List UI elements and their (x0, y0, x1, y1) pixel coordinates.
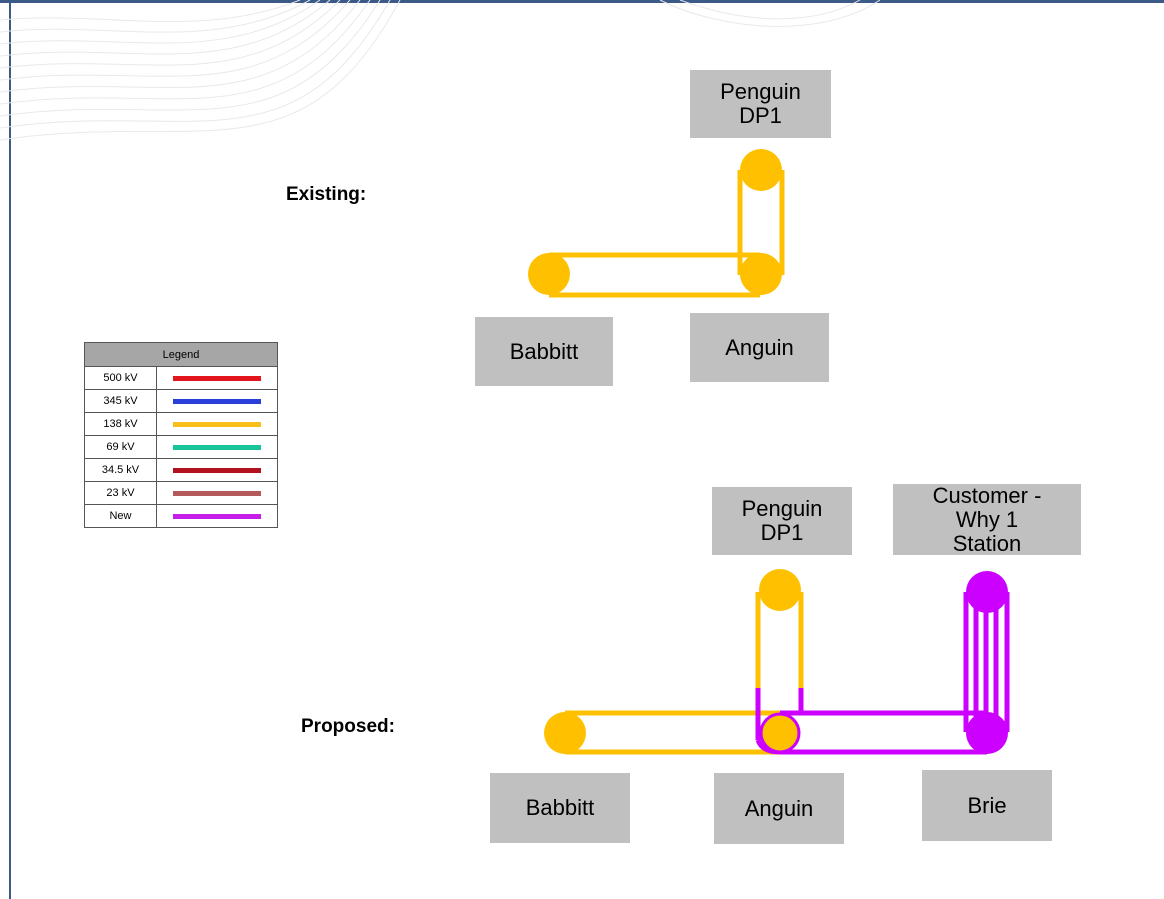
proposed-brie-box: Brie (922, 770, 1052, 841)
legend-label: New (84, 504, 157, 528)
proposed-anguin-terminal (759, 712, 801, 754)
legend-swatch-345kv (173, 398, 261, 404)
existing-penguin-dp1-box: Penguin DP1 (690, 70, 831, 138)
proposed-penguin-terminal (759, 569, 801, 611)
legend-row: 23 kV (84, 481, 278, 505)
proposed-babbitt-anguin-line (565, 710, 780, 755)
existing-anguin-box: Anguin (690, 313, 829, 382)
legend-row: 345 kV (84, 389, 278, 413)
legend-label: 69 kV (84, 435, 157, 459)
proposed-brie-terminal (966, 712, 1008, 754)
voltage-legend: Legend 500 kV 345 kV 138 kV 69 kV 34.5 k… (84, 342, 278, 528)
proposed-existing-lines (565, 592, 804, 755)
legend-label: 23 kV (84, 481, 157, 505)
legend-swatch-138kv (173, 421, 261, 427)
legend-swatch-69kv (173, 444, 261, 450)
legend-swatch-new (173, 513, 261, 519)
proposed-anguin-box: Anguin (714, 773, 844, 844)
proposed-penguin-line (755, 592, 804, 688)
proposed-heading: Proposed: (301, 716, 395, 737)
existing-anguin-terminal (740, 253, 782, 295)
legend-swatch-34-5kv (173, 467, 261, 473)
proposed-customer-why1-box: Customer - Why 1 Station (893, 483, 1081, 555)
legend-swatch-23kv (173, 490, 261, 496)
proposed-customer-terminal (966, 571, 1008, 613)
existing-lines (549, 170, 785, 298)
top-border (0, 0, 1164, 3)
existing-heading: Existing: (286, 184, 367, 205)
background-wave-decoration (0, 0, 881, 141)
proposed-babbitt-box: Babbitt (490, 773, 630, 843)
legend-row: New (84, 504, 278, 528)
legend-title: Legend (84, 342, 278, 367)
legend-swatch-500kv (173, 375, 261, 381)
existing-penguin-anguin-line (737, 170, 785, 275)
legend-label: 34.5 kV (84, 458, 157, 482)
legend-label: 500 kV (84, 366, 157, 390)
new-customer-brie-line (963, 592, 1010, 732)
existing-babbitt-terminal (528, 253, 570, 295)
legend-label: 345 kV (84, 389, 157, 413)
existing-babbitt-anguin-line (549, 252, 760, 298)
existing-penguin-terminal (740, 149, 782, 191)
proposed-babbitt-terminal (544, 712, 586, 754)
proposed-penguin-dp1-box: Penguin DP1 (712, 487, 852, 555)
legend-row: 138 kV (84, 412, 278, 436)
legend-row: 34.5 kV (84, 458, 278, 482)
left-border (9, 0, 11, 899)
existing-babbitt-box: Babbitt (475, 317, 613, 386)
new-penguin-tap-segment (755, 688, 804, 740)
new-anguin-brie-line (780, 710, 987, 755)
legend-row: 69 kV (84, 435, 278, 459)
legend-label: 138 kV (84, 412, 157, 436)
legend-row: 500 kV (84, 366, 278, 390)
